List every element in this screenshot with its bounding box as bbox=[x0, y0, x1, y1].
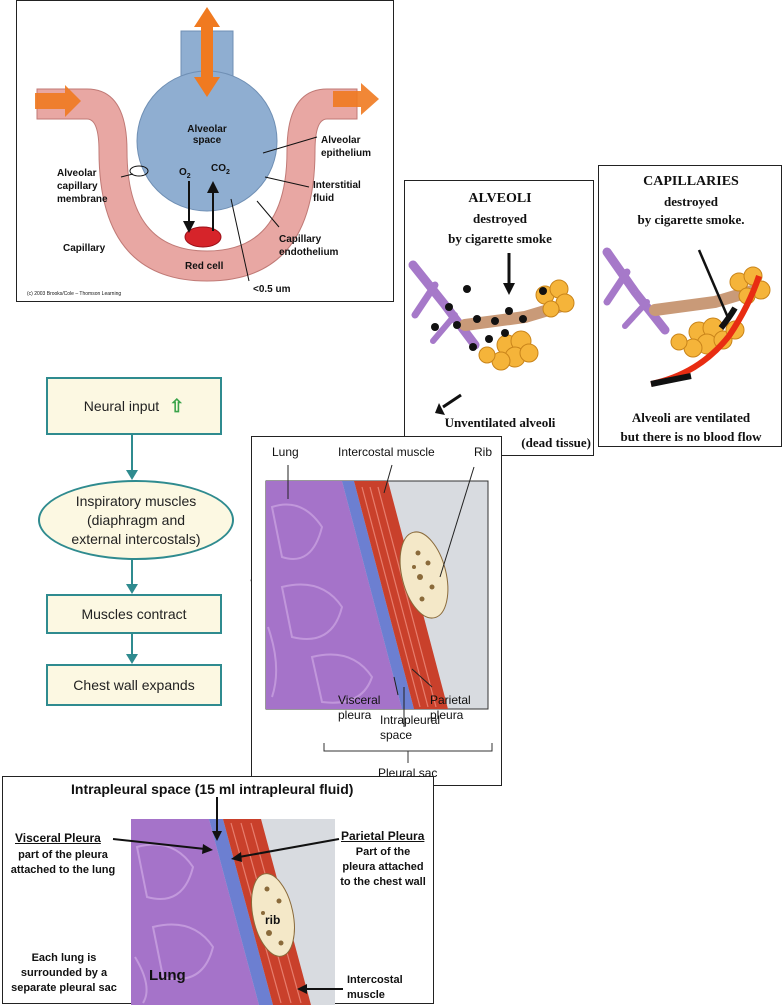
capillary-endothelium-label: Capillary endothelium bbox=[279, 234, 339, 258]
capillaries-title: CAPILLARIES bbox=[643, 174, 739, 189]
parietal-pleura-title: Parietal Pleura bbox=[341, 829, 425, 843]
bottom-rib-label: rib bbox=[265, 913, 281, 927]
intrapleural-title: Intrapleural space (15 ml intrapleural f… bbox=[71, 781, 354, 797]
interstitial-fluid-label: Interstitial fluid bbox=[313, 180, 361, 204]
alveoli-illustration bbox=[408, 253, 575, 415]
flow-step-muscles-contract: Muscles contract bbox=[46, 594, 222, 634]
capillaries-line3: by cigarette smoke. bbox=[637, 212, 745, 227]
intrapleural-panel: Intrapleural space (15 ml intrapleural f… bbox=[2, 776, 434, 1005]
intrapleural-illustration bbox=[112, 797, 343, 1005]
pleura-illustration bbox=[265, 464, 493, 763]
alveolar-capillary-diagram bbox=[35, 7, 379, 282]
distance-label: <0.5 um bbox=[253, 284, 291, 295]
bottom-lung-label: Lung bbox=[149, 967, 186, 984]
alveoli-caption2: (dead tissue) bbox=[521, 435, 591, 450]
o2-label: O2 bbox=[179, 167, 191, 180]
blood-in-arrow-icon bbox=[35, 85, 81, 117]
capillaries-illustration bbox=[602, 247, 771, 387]
alveoli-caption1: Unventilated alveoli bbox=[444, 415, 556, 430]
pleura-rib-label: Rib bbox=[474, 445, 493, 459]
red-cell-label: Red cell bbox=[185, 261, 224, 272]
flow-step-neural-input: Neural input ⇧ bbox=[46, 377, 222, 435]
flow-step-inspiratory-muscles: Inspiratory muscles (diaphragm and exter… bbox=[38, 480, 234, 560]
visceral-pleura-title: Visceral Pleura bbox=[15, 831, 101, 845]
capillary-tube bbox=[36, 88, 358, 282]
copyright-text: (c) 2003 Brooks/Cole – Thomson Learning bbox=[27, 291, 122, 297]
alveoli-line2: destroyed bbox=[473, 211, 527, 226]
capillary-label: Capillary bbox=[63, 243, 106, 254]
flow-step-chest-wall-expands: Chest wall expands bbox=[46, 664, 222, 706]
pleura-lung-label: Lung bbox=[272, 445, 299, 459]
alveolar-space-label: Alveolar space bbox=[187, 124, 227, 146]
membrane-marker bbox=[129, 165, 149, 177]
co2-label: CO2 bbox=[211, 163, 230, 176]
ventilation-arrow-icon bbox=[194, 7, 220, 97]
alveoli-destroyed-panel: ALVEOLI destroyed by cigarette smoke Unv… bbox=[404, 180, 594, 456]
alveolar-capillary-membrane-label: Alveolar capillary membrane bbox=[57, 168, 108, 205]
alveoli-title: ALVEOLI bbox=[468, 191, 532, 206]
up-arrow-icon: ⇧ bbox=[169, 395, 185, 416]
capillaries-line2: destroyed bbox=[664, 194, 718, 209]
blood-out-arrow-icon bbox=[333, 83, 379, 115]
capillaries-caption1: Alveoli are ventilated bbox=[631, 410, 751, 425]
capillaries-caption2: but there is no blood flow bbox=[620, 429, 762, 444]
alveoli-line3: by cigarette smoke bbox=[448, 231, 552, 246]
red-cell-icon bbox=[184, 226, 222, 248]
alveolar-epithelium-label: Alveolar epithelium bbox=[321, 135, 372, 159]
alveolar-capillary-panel: Alveolar space O2 CO2 Alveolar epitheliu… bbox=[16, 0, 394, 302]
pleura-intercostal-label: Intercostal muscle bbox=[338, 445, 435, 459]
capillaries-destroyed-panel: CAPILLARIES destroyed by cigarette smoke… bbox=[598, 165, 782, 447]
